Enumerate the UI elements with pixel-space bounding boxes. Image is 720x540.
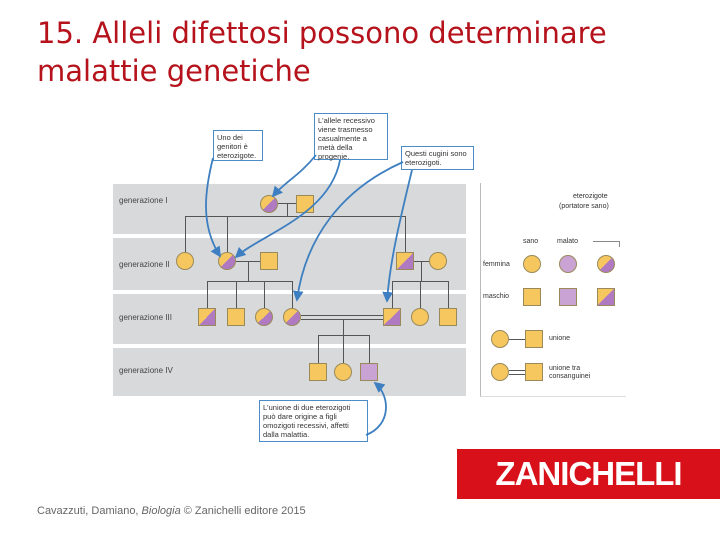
healthy-female-icon [411, 308, 429, 326]
footer-publisher: © Zanichelli editore 2015 [180, 505, 306, 517]
callout-recessive-allele: L'allele recessivo viene trasmesso casua… [314, 113, 388, 161]
drop-line-2 [227, 216, 228, 252]
consanguineous-line-2 [301, 319, 383, 320]
sibling-line-gen2 [185, 216, 405, 217]
legend-carrier-female-icon [597, 255, 615, 273]
drop-line-12 [343, 335, 344, 363]
arrow-allele-1 [271, 154, 317, 198]
arrow-union [365, 381, 387, 436]
drop-line-13 [369, 335, 370, 363]
legend-union-label: unione [549, 335, 571, 342]
callout-cousins: Questi cugini sono eterozigoti. [401, 146, 474, 170]
callout-parent-carrier: Uno dei genitori è eterozigote. [213, 130, 263, 161]
affected-male-icon [360, 363, 378, 381]
arrow-cousin-right [382, 169, 413, 303]
arrow-cousin-left [292, 161, 404, 302]
couple-line-gen2-right [414, 261, 438, 262]
footer-credit: Cavazzuti, Damiano, Biologia © Zanichell… [37, 505, 306, 517]
callout-union: L'unione di due eterozigoti può dare ori… [259, 400, 368, 442]
drop-line-5 [236, 281, 237, 308]
legend-consanguineous-male-icon [525, 363, 543, 381]
legend-union-line [509, 339, 525, 340]
drop-line-10 [448, 281, 449, 308]
descent-line-gen2-right [421, 261, 422, 281]
carrier-female-icon [260, 195, 278, 213]
legend-union-female-icon [491, 330, 509, 348]
descent-line-gen3 [343, 319, 344, 335]
legend-carrier-label: eterozigote [573, 193, 608, 200]
legend-consanguineous-female-icon [491, 363, 509, 381]
footer-book-title: Biologia [141, 505, 181, 517]
zanichelli-logo: ZANICHELLI [457, 449, 720, 499]
legend-panel: eterozigote (portatore sano) sano malato… [480, 183, 626, 397]
legend-healthy-male-icon [523, 288, 541, 306]
carrier-female-icon [255, 308, 273, 326]
legend-bracket [593, 241, 619, 242]
generation-label-3: generazione III [119, 313, 172, 322]
legend-female-label: femmina [483, 261, 510, 268]
generation-band-4 [113, 348, 466, 396]
healthy-female-icon [334, 363, 352, 381]
descent-line-gen2-left [248, 261, 249, 281]
generation-label-4: generazione IV [119, 366, 173, 375]
sibling-line-gen3-left [207, 281, 293, 282]
healthy-male-icon [309, 363, 327, 381]
carrier-female-icon [283, 308, 301, 326]
legend-union-male-icon [525, 330, 543, 348]
legend-bracket-tick [619, 241, 620, 247]
carrier-female-icon [218, 252, 236, 270]
healthy-female-icon [176, 252, 194, 270]
legend-affected-male-icon [559, 288, 577, 306]
legend-carrier-male-icon [597, 288, 615, 306]
slide-title: 15. Alleli difettosi possono determinare… [37, 16, 607, 88]
drop-line-6 [264, 281, 265, 308]
carrier-male-icon [198, 308, 216, 326]
footer-authors: Cavazzuti, Damiano, [37, 505, 142, 517]
arrow-allele-2 [234, 159, 341, 259]
generation-label-2: generazione II [119, 260, 170, 269]
drop-line-11 [318, 335, 319, 363]
drop-line-1 [185, 216, 186, 252]
carrier-male-icon [396, 252, 414, 270]
drop-line-7 [292, 281, 293, 308]
healthy-male-icon [260, 252, 278, 270]
legend-healthy-female-icon [523, 255, 541, 273]
legend-consanguineous-line-2 [509, 374, 525, 375]
legend-consanguineous-line-1 [509, 370, 525, 371]
legend-affected-label: malato [557, 238, 579, 245]
healthy-male-icon [227, 308, 245, 326]
healthy-male-icon [439, 308, 457, 326]
legend-healthy-label: sano [523, 238, 539, 245]
consanguineous-line-1 [301, 315, 383, 316]
carrier-male-icon [383, 308, 401, 326]
descent-line-gen1 [287, 203, 288, 216]
legend-carrier-note: (portatore sano) [559, 203, 609, 210]
drop-line-9 [420, 281, 421, 308]
healthy-female-icon [429, 252, 447, 270]
arrow-parent [205, 157, 221, 258]
drop-line-3 [405, 216, 406, 252]
generation-label-1: generazione I [119, 196, 168, 205]
logo-text: ZANICHELLI [495, 455, 682, 492]
legend-affected-female-icon [559, 255, 577, 273]
legend-male-label: maschio [483, 293, 510, 300]
drop-line-4 [207, 281, 208, 308]
legend-consanguineous-label: unione tra consanguinei [549, 365, 591, 380]
